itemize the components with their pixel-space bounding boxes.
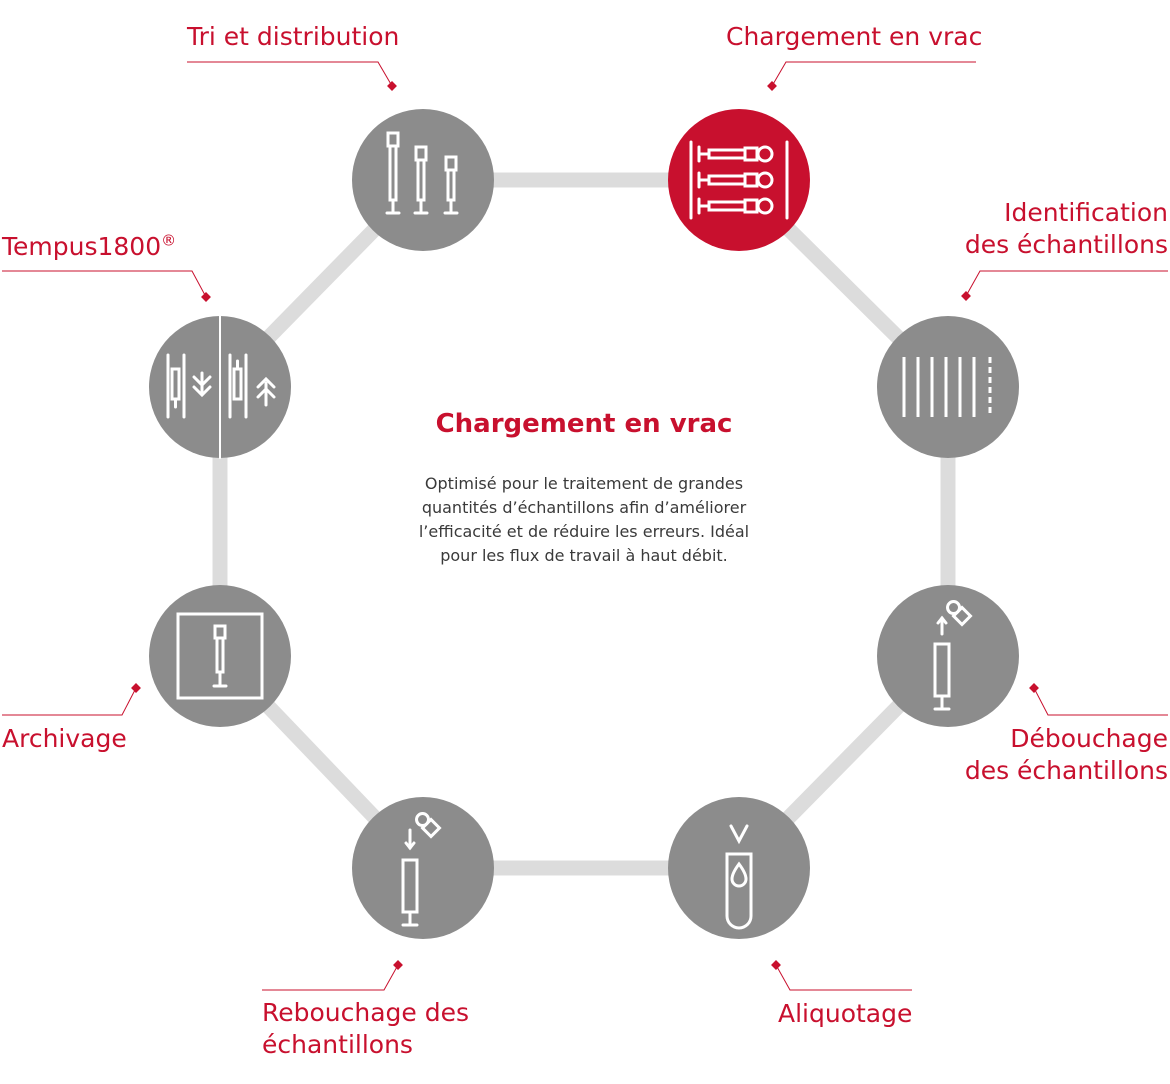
- label-debouchage: Débouchage des échantillons: [965, 723, 1168, 787]
- label-line: Identification: [1004, 198, 1168, 227]
- leader-line: [965, 270, 1168, 297]
- label-line: des échantillons: [964, 756, 1168, 785]
- leader-marker: [387, 81, 397, 91]
- leader-line: [1033, 687, 1168, 716]
- node-rebouchage[interactable]: [352, 797, 494, 939]
- registered-mark: ®: [161, 231, 177, 250]
- center-title: Chargement en vrac: [435, 409, 733, 439]
- leader-marker: [767, 81, 777, 91]
- label-line: Rebouchage des: [262, 998, 470, 1027]
- leader-marker: [1029, 683, 1039, 693]
- barcode-icon: [902, 357, 992, 417]
- node-aliquotage[interactable]: [668, 797, 810, 939]
- decapping-icon: [933, 600, 973, 711]
- leader-marker: [771, 960, 781, 970]
- label-identification: Identification des échantillons: [965, 197, 1168, 261]
- leader-line: [2, 687, 137, 716]
- sorting-tubes-icon: [385, 131, 459, 215]
- node-tri-distribution[interactable]: [352, 109, 494, 251]
- node-circle[interactable]: [149, 585, 291, 727]
- label-archivage: Archivage: [2, 724, 127, 753]
- node-circle[interactable]: [668, 797, 810, 939]
- label-line: des échantillons: [964, 230, 1168, 259]
- label-line: Débouchage: [1010, 724, 1168, 753]
- leader-line: [187, 61, 393, 87]
- node-archivage[interactable]: [149, 585, 291, 727]
- leader-marker: [131, 683, 141, 693]
- leader-marker: [961, 291, 971, 301]
- archiving-icon: [176, 612, 264, 700]
- label-aliquotage: Aliquotage: [778, 999, 913, 1028]
- node-chargement-en-vrac[interactable]: [668, 109, 810, 251]
- node-circle[interactable]: [352, 797, 494, 939]
- leader-line: [775, 964, 912, 991]
- center-description: Optimisé pour le traitement de grandes q…: [418, 474, 750, 565]
- leader-line: [771, 61, 976, 87]
- node-identification[interactable]: [877, 316, 1019, 458]
- bulk-loading-icon: [689, 140, 789, 220]
- label-tri-distribution: Tri et distribution: [187, 22, 400, 51]
- label-chargement-en-vrac: Chargement en vrac: [726, 22, 983, 51]
- recapping-icon: [401, 812, 442, 927]
- node-debouchage[interactable]: [877, 585, 1019, 727]
- leader-line: [2, 270, 207, 298]
- aliquoting-icon: [725, 824, 753, 930]
- leader-lines: [2, 61, 1168, 991]
- node-circle[interactable]: [668, 109, 810, 251]
- leader-marker: [393, 960, 403, 970]
- tempus-transfer-icon: [166, 315, 276, 459]
- label-text: Tempus1800: [2, 232, 162, 261]
- label-rebouchage: Rebouchage des échantillons: [262, 997, 469, 1061]
- node-tempus1800[interactable]: [149, 315, 291, 459]
- leader-line: [262, 964, 399, 991]
- node-circle[interactable]: [877, 316, 1019, 458]
- leader-marker: [201, 292, 211, 302]
- label-tempus1800: Tempus1800®: [2, 231, 176, 263]
- label-line: échantillons: [262, 1030, 413, 1059]
